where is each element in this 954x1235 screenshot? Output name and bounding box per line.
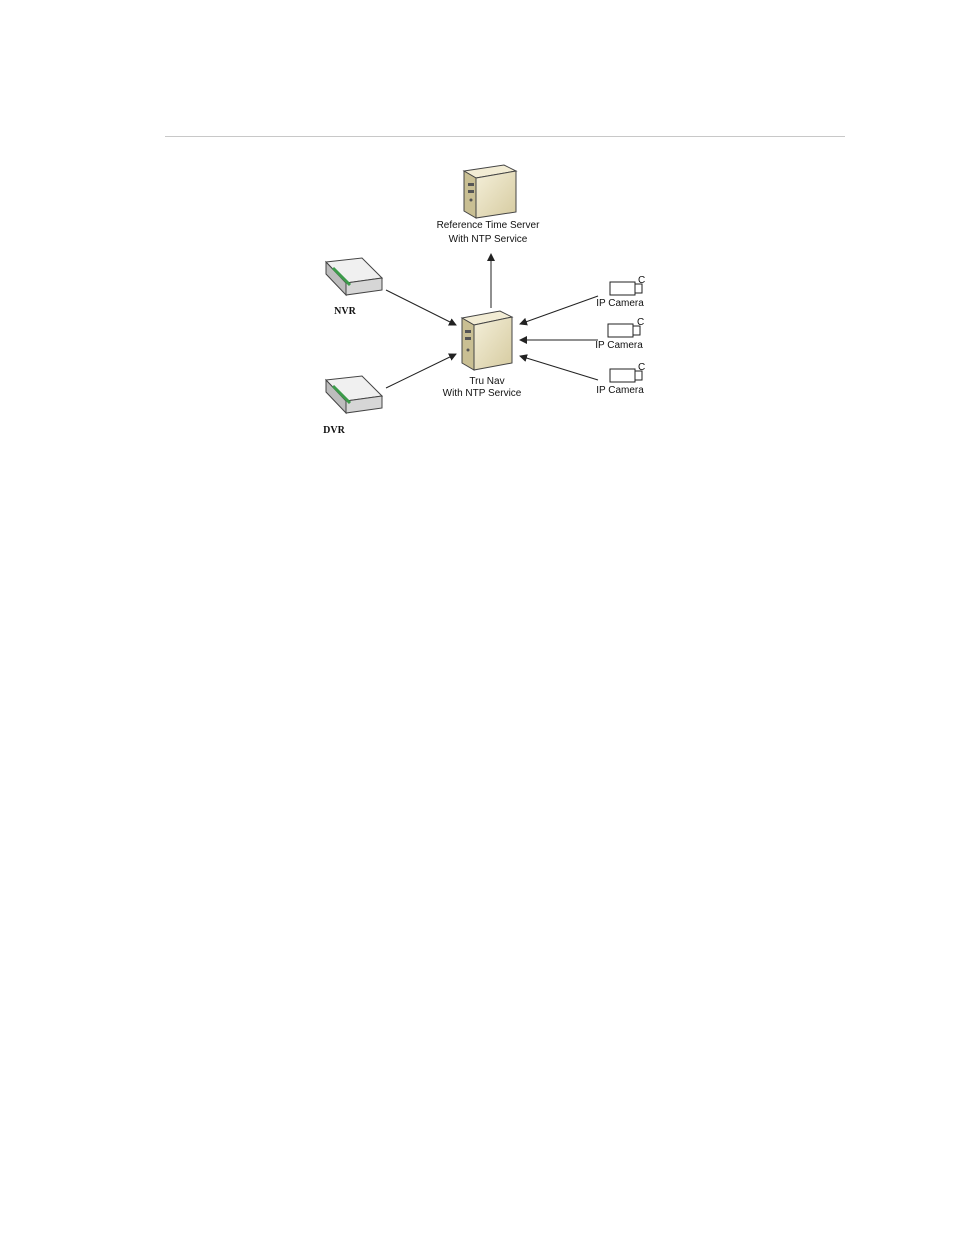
- camera-icon: C: [609, 362, 645, 383]
- arrow-camera1-to-trunav: [519, 295, 599, 326]
- server-icon: [462, 164, 518, 219]
- arrow-camera3-to-trunav: [519, 354, 599, 381]
- ip-camera-3-label: IP Camera: [596, 385, 644, 396]
- arrow-nvr-to-trunav: [385, 289, 457, 326]
- camera-icon: C: [607, 317, 644, 338]
- server-icon: [460, 310, 514, 371]
- ip-camera-2-label: IP Camera: [595, 340, 643, 351]
- dvr-device: DVR: [323, 375, 384, 436]
- nvr-label: NVR: [334, 306, 356, 317]
- reference-server-label-1: Reference Time Server: [437, 220, 540, 231]
- ip-camera-3: C IP Camera: [596, 362, 645, 396]
- camera-mount-glyph: C: [637, 317, 644, 328]
- horizontal-rule: [165, 136, 845, 137]
- tru-nav-server: Tru Nav With NTP Service: [443, 310, 522, 399]
- camera-mount-glyph: C: [638, 275, 645, 286]
- ip-camera-1-label: IP Camera: [596, 298, 644, 309]
- dvr-label: DVR: [323, 425, 345, 436]
- recorder-icon: [324, 375, 384, 415]
- recorder-icon: [324, 257, 384, 297]
- ip-camera-2: C IP Camera: [595, 317, 644, 351]
- arrow-dvr-to-trunav: [385, 353, 457, 389]
- ip-camera-1: C IP Camera: [596, 275, 645, 309]
- reference-server-label-2: With NTP Service: [449, 234, 528, 245]
- tru-nav-label-1: Tru Nav: [469, 376, 504, 387]
- reference-time-server: Reference Time Server With NTP Service: [437, 164, 540, 245]
- tru-nav-label-2: With NTP Service: [443, 388, 522, 399]
- camera-icon: C: [609, 275, 645, 296]
- camera-mount-glyph: C: [638, 362, 645, 373]
- nvr-device: NVR: [324, 257, 384, 317]
